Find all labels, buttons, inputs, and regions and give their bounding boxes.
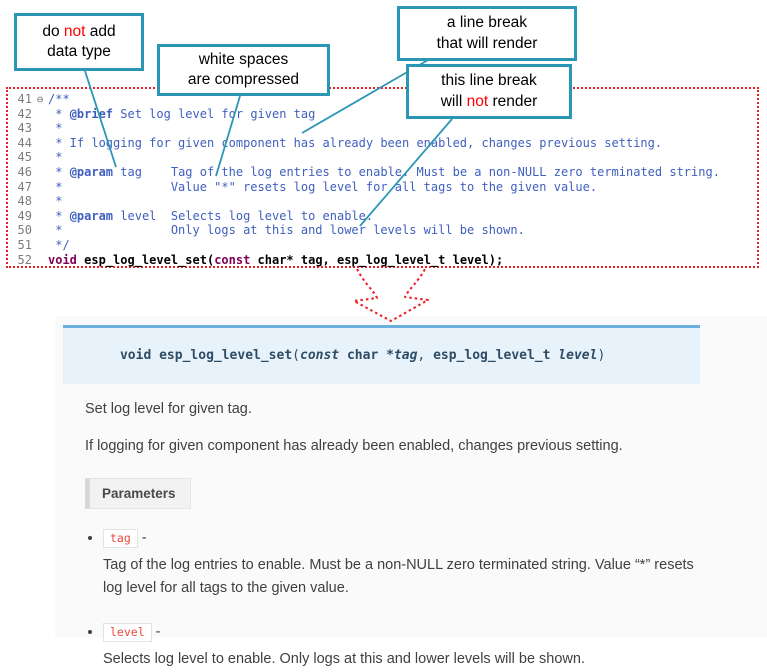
line-number: 44 bbox=[8, 136, 32, 151]
line-number: 52 bbox=[8, 253, 32, 268]
parameter-list: tag - Tag of the log entries to enable. … bbox=[85, 529, 767, 672]
param-item-tag: tag - Tag of the log entries to enable. … bbox=[103, 529, 767, 602]
code-line-45: 45 * bbox=[8, 150, 757, 165]
code-line-47: 47 * Value "*" resets log level for all … bbox=[8, 180, 757, 195]
detailed-description: If logging for given component has alrea… bbox=[85, 436, 767, 458]
line-number: 50 bbox=[8, 223, 32, 238]
callout-text: this line break bbox=[441, 71, 537, 91]
callout-text: are compressed bbox=[188, 70, 299, 90]
doxygen-tag: @brief bbox=[70, 107, 113, 121]
callout-break-render: a line break that will render bbox=[397, 6, 577, 61]
line-number: 51 bbox=[8, 238, 32, 253]
param-name-chip: level bbox=[103, 623, 152, 642]
callout-whitespace: white spaces are compressed bbox=[157, 44, 330, 96]
param-description: Tag of the log entries to enable. Must b… bbox=[103, 554, 713, 602]
doxygen-tag: @param bbox=[70, 209, 113, 223]
code-line-50: 50 * Only logs at this and lower levels … bbox=[8, 223, 757, 238]
param-tag: tag bbox=[394, 348, 417, 363]
code-line-43: 43 * bbox=[8, 121, 757, 136]
code-line-42: 42 * @brief Set log level for given tag bbox=[8, 107, 757, 122]
rendered-docs-panel: void esp_log_level_set(const char *tag, … bbox=[55, 316, 767, 637]
param-description: Selects log level to enable. Only logs a… bbox=[103, 648, 713, 672]
parameters-header: Parameters bbox=[85, 478, 191, 509]
line-number: 45 bbox=[8, 150, 32, 165]
callout-text: that will render bbox=[437, 34, 538, 54]
line-number: 49 bbox=[8, 209, 32, 224]
callout-break-norender: this line break will not render bbox=[406, 64, 572, 119]
fold-collapse-icon[interactable]: ⊖ bbox=[32, 93, 48, 108]
code-line-51: 51 */ bbox=[8, 238, 757, 253]
tutorial-figure: do not add data type white spaces are co… bbox=[0, 0, 767, 637]
param-name-chip: tag bbox=[103, 529, 138, 548]
function-name: esp_log_level_set bbox=[159, 348, 292, 363]
param-level: level bbox=[558, 348, 597, 363]
callout-text: white spaces bbox=[199, 50, 289, 70]
line-number: 41 bbox=[8, 92, 32, 107]
renders-as-arrow bbox=[354, 269, 428, 321]
callout-no-datatype: do not add data type bbox=[14, 13, 144, 71]
code-line-48: 48 * bbox=[8, 194, 757, 209]
line-number: 47 bbox=[8, 180, 32, 195]
callout-text: data type bbox=[47, 42, 111, 62]
line-number: 46 bbox=[8, 165, 32, 180]
line-number: 48 bbox=[8, 194, 32, 209]
brief-description: Set log level for given tag. bbox=[85, 399, 767, 421]
keyword-void: void bbox=[48, 253, 77, 267]
line-number: 42 bbox=[8, 107, 32, 122]
callout-text: a line break bbox=[447, 13, 527, 33]
param-type: esp_log_level_t bbox=[433, 348, 550, 363]
code-line-41: 41⊖/** bbox=[8, 92, 757, 107]
code-editor: 41⊖/** 42 * @brief Set log level for giv… bbox=[6, 87, 759, 268]
callout-text: do not add bbox=[42, 22, 115, 42]
callout-text: will not render bbox=[441, 92, 538, 112]
keyword-const: const bbox=[214, 253, 250, 267]
code-line-49: 49 * @param level Selects log level to e… bbox=[8, 209, 757, 224]
param-item-level: level - Selects log level to enable. Onl… bbox=[103, 623, 767, 672]
code-line-46: 46 * @param tag Tag of the log entries t… bbox=[8, 165, 757, 180]
function-name: esp_log_level_set( bbox=[77, 253, 214, 267]
line-number: 43 bbox=[8, 121, 32, 136]
function-signature: void esp_log_level_set(const char *tag, … bbox=[63, 325, 700, 384]
doxygen-tag: @param bbox=[70, 165, 113, 179]
code-line-44: 44 * If logging for given component has … bbox=[8, 136, 757, 151]
